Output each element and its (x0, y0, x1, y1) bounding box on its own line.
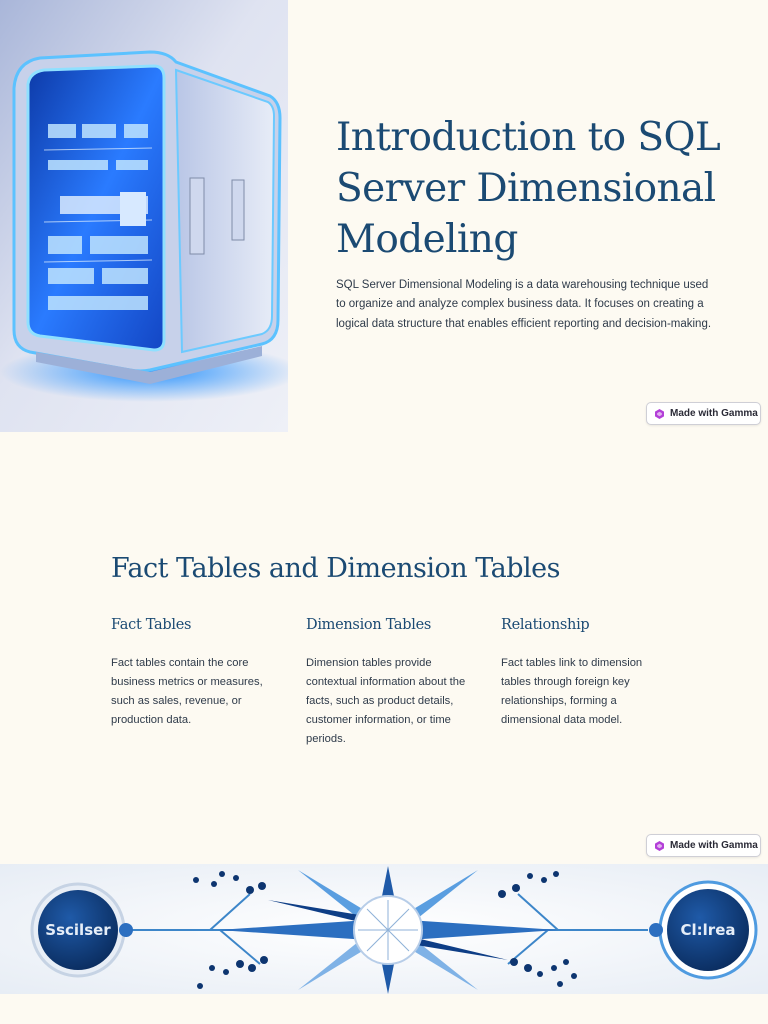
right-node-label: Cl:lrea (681, 921, 736, 939)
badge-label: Made with Gamma (670, 840, 758, 851)
page-title: Introduction to SQL Server Dimensional M… (336, 115, 721, 262)
server-cabinet-image (0, 0, 288, 432)
made-with-gamma-badge[interactable]: Made with Gamma (646, 834, 761, 857)
star-schema-image: Sscilser Cl:lrea (0, 864, 768, 994)
relationship-column: Relationship Fact tables link to dimensi… (501, 617, 651, 730)
column-body: Fact tables link to dimension tables thr… (501, 657, 643, 726)
column-heading: Dimension Tables (306, 617, 432, 633)
gamma-logo-icon (655, 408, 664, 419)
intro-description: SQL Server Dimensional Modeling is a dat… (336, 279, 712, 330)
column-body: Dimension tables provide contextual info… (306, 657, 466, 745)
column-body: Fact tables contain the core business me… (111, 657, 263, 726)
made-with-gamma-badge[interactable]: Made with Gamma (646, 402, 761, 425)
column-heading: Fact Tables (111, 617, 192, 633)
badge-label: Made with Gamma (670, 408, 758, 419)
gamma-logo-icon (655, 840, 664, 851)
dimension-tables-column: Dimension Tables Dimension tables provid… (306, 617, 466, 749)
section-title: Fact Tables and Dimension Tables (111, 553, 561, 584)
left-node-label: Sscilser (45, 921, 111, 939)
column-heading: Relationship (501, 617, 590, 633)
fact-tables-column: Fact Tables Fact tables contain the core… (111, 617, 271, 730)
